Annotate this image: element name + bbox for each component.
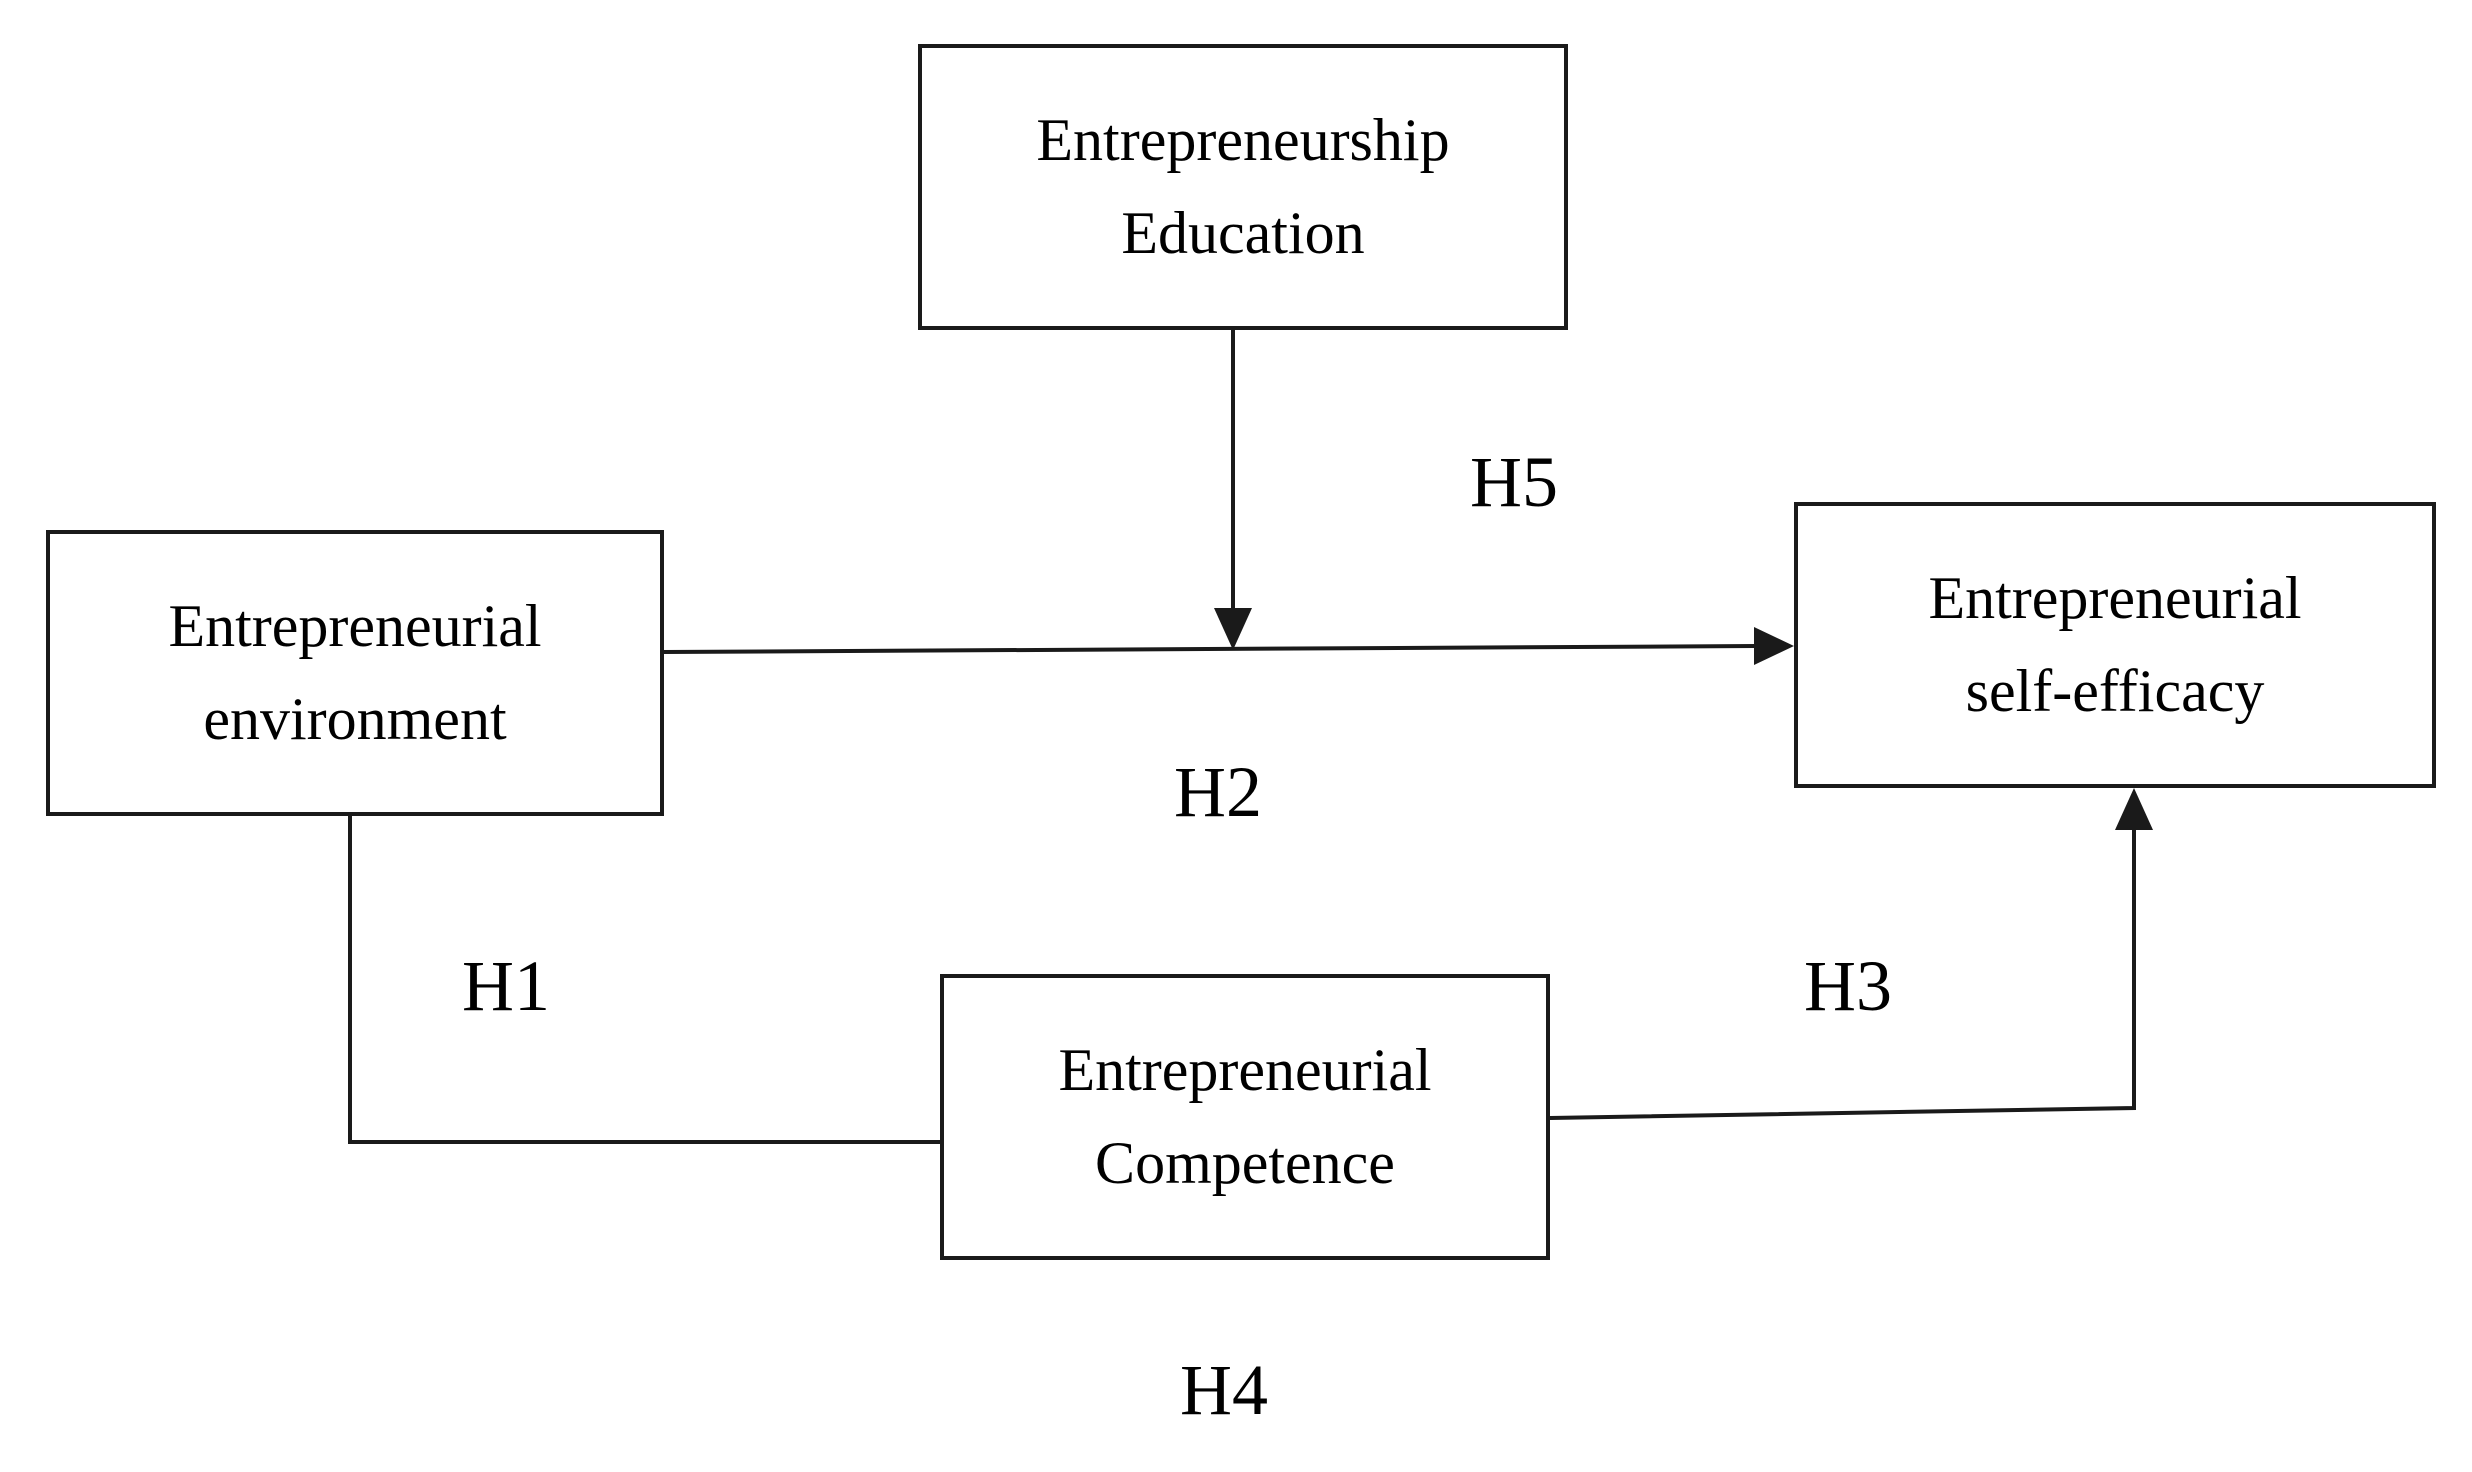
arrowhead-moderation-down	[1214, 608, 1252, 650]
node-entrepreneurial-self-efficacy: Entrepreneurial self-efficacy	[1794, 502, 2436, 788]
line-environment-to-competence	[348, 816, 940, 1144]
node-label-line1: Entrepreneurial	[168, 593, 542, 659]
hypothesis-label-h5: H5	[1470, 442, 1558, 522]
arrow-environment-to-self-efficacy	[663, 644, 1757, 654]
node-label-line2: Education	[1121, 200, 1365, 266]
arrowhead-self-efficacy-bottom	[2115, 788, 2153, 830]
hypothesis-label-h1: H1	[462, 946, 550, 1026]
hypothesis-label-h2: H2	[1174, 752, 1262, 832]
node-label-line1: Entrepreneurial	[1058, 1037, 1432, 1103]
node-label-line2: self-efficacy	[1965, 658, 2265, 724]
node-label-line2: environment	[203, 686, 507, 752]
node-label-line1: Entrepreneurship	[1036, 107, 1450, 173]
arrowhead-self-efficacy-left	[1754, 627, 1794, 665]
hypothesis-label-h3: H3	[1804, 946, 1892, 1026]
arrow-competence-to-self-efficacy	[1549, 830, 2136, 1120]
hypothesis-label-h4: H4	[1180, 1350, 1268, 1430]
node-entrepreneurial-competence: Entrepreneurial Competence	[940, 974, 1550, 1260]
node-entrepreneurship-education: Entrepreneurship Education	[918, 44, 1568, 330]
node-entrepreneurial-environment: Entrepreneurial environment	[46, 530, 664, 816]
node-label-line2: Competence	[1095, 1130, 1395, 1196]
node-label-line1: Entrepreneurial	[1928, 565, 2302, 631]
